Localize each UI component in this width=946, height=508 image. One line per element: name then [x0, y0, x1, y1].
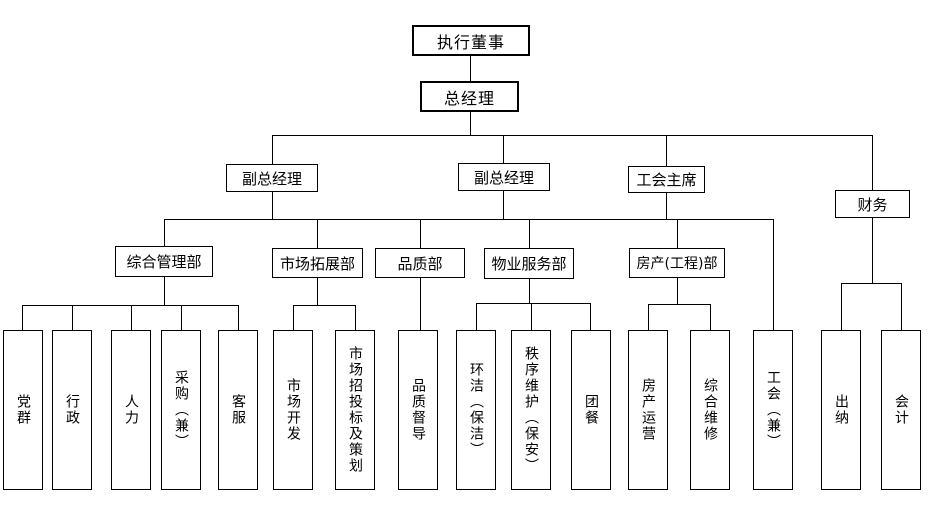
org-node-market-development: 市场开发	[273, 330, 313, 490]
connector	[22, 305, 23, 330]
org-node-general-admin-dept: 综合管理部	[115, 246, 213, 277]
org-node-group-catering: 团餐	[571, 330, 611, 490]
connector	[677, 219, 678, 248]
connector	[648, 304, 711, 305]
connector	[841, 283, 842, 330]
org-node-executive-director: 执行董事	[412, 25, 530, 56]
org-node-property-service-dept: 物业服务部	[484, 248, 574, 279]
connector	[420, 219, 421, 248]
connector	[666, 193, 667, 219]
connector	[164, 219, 165, 246]
connector	[470, 111, 471, 136]
connector	[181, 305, 182, 330]
connector	[355, 305, 356, 330]
connector	[420, 278, 421, 330]
org-node-realestate-operations: 房产运营	[628, 330, 668, 490]
org-node-labor-union: 工会（兼）	[753, 330, 793, 490]
connector	[164, 219, 774, 220]
connector	[164, 277, 165, 305]
org-node-security: 秩序维护（保安）	[511, 330, 551, 490]
connector	[872, 135, 873, 190]
connector	[666, 135, 667, 166]
connector	[272, 135, 873, 136]
org-node-human-resources: 人力	[111, 330, 151, 490]
org-node-party-mass: 党群	[3, 330, 43, 490]
org-node-cashier: 出纳	[821, 330, 861, 490]
connector	[22, 305, 239, 306]
connector	[901, 283, 902, 330]
connector	[773, 219, 774, 330]
connector	[841, 283, 902, 284]
org-node-deputy-gm-1: 副总经理	[226, 164, 318, 192]
org-node-deputy-gm-2: 副总经理	[458, 163, 550, 191]
org-node-general-manager: 总经理	[420, 81, 519, 112]
connector	[293, 305, 356, 306]
connector	[648, 304, 649, 330]
org-node-union-chairman: 工会主席	[628, 166, 705, 193]
connector	[872, 218, 873, 283]
connector	[72, 305, 73, 330]
org-node-realestate-engineering-dept: 房产(工程)部	[629, 248, 725, 278]
connector	[531, 303, 532, 330]
connector	[476, 303, 591, 304]
connector	[677, 278, 678, 304]
connector	[317, 219, 318, 248]
org-node-maintenance: 综合维修	[690, 330, 730, 490]
connector	[272, 135, 273, 164]
org-node-customer-service: 客服	[218, 330, 258, 490]
connector	[476, 303, 477, 330]
connector	[590, 303, 591, 330]
org-node-procurement: 采购（兼）	[161, 330, 201, 490]
connector	[317, 278, 318, 305]
connector	[503, 135, 504, 163]
connector	[470, 55, 471, 82]
connector	[272, 192, 273, 219]
connector	[529, 279, 530, 303]
org-node-bidding-planning: 市场招投标及策划	[335, 330, 375, 490]
connector	[131, 305, 132, 330]
org-node-cleaning: 环洁（保洁）	[456, 330, 496, 490]
org-node-finance: 财务	[835, 190, 910, 218]
connector	[238, 305, 239, 330]
org-node-quality-dept: 品质部	[375, 248, 465, 278]
connector	[710, 304, 711, 330]
org-node-accounting: 会计	[881, 330, 921, 490]
org-node-market-expansion-dept: 市场拓展部	[272, 248, 363, 278]
connector	[529, 219, 530, 248]
connector	[503, 191, 504, 219]
org-node-administration: 行政	[52, 330, 92, 490]
org-node-quality-supervision: 品质督导	[398, 330, 438, 490]
connector	[293, 305, 294, 330]
